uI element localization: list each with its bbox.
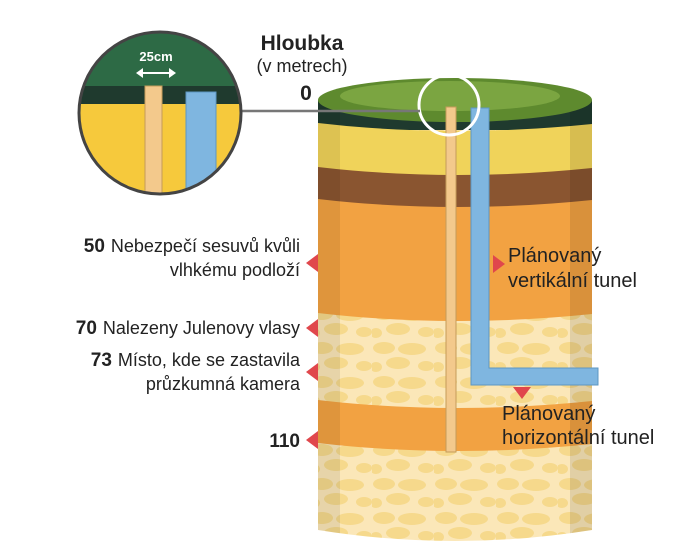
inset-frame [77, 30, 243, 196]
marker-depth: 70 [76, 318, 97, 339]
tunnel-arrow-icon [493, 255, 505, 273]
borehole [445, 106, 457, 453]
depth-zero-label: 0 [300, 82, 312, 105]
marker-depth: 50 [84, 236, 105, 257]
planned-tunnel-shape [470, 107, 599, 386]
vertical-tunnel-line1: Plánovaný [508, 245, 601, 267]
marker-depth: 110 [269, 431, 300, 452]
horizontal-tunnel-line2: horizontální tunel [502, 427, 654, 449]
marker-arrow-icon [306, 431, 318, 449]
orange-sand-layer [318, 198, 592, 321]
depth-marker-50: 50 Nebezpečí sesuvů kvůli vlhkému podloží [84, 236, 318, 280]
marker-text: Nalezeny Julenovy vlasy [103, 318, 300, 338]
depth-marker-110: 110 [269, 431, 318, 452]
marker-arrow-icon [306, 363, 318, 381]
zoom-highlight-circle [417, 73, 481, 137]
zoom-inset: 25cm [77, 30, 243, 196]
vertical-tunnel-label: Plánovaný vertikální tunel [493, 245, 637, 292]
depth-title: Hloubka [261, 32, 344, 55]
soil-cylinder [318, 88, 592, 541]
marker-text-line2: průzkumná kamera [146, 374, 301, 394]
marker-text-line2: vlhkému podloží [170, 260, 300, 280]
horizontal-tunnel-label: Plánovaný horizontální tunel [502, 387, 654, 449]
yellow-clay-layer [318, 122, 592, 177]
marker-text: Nebezpečí sesuvů kvůli [111, 236, 300, 256]
orange-sand-layer-lower [318, 399, 592, 451]
tunnel-arrow-icon [513, 387, 531, 399]
inset-tunnel [185, 91, 217, 194]
depth-marker-70: 70 Nalezeny Julenovy vlasy [76, 318, 318, 339]
brown-soil-layer [318, 166, 592, 209]
depth-subtitle: (v metrech) [256, 56, 347, 76]
inset-borehole [144, 85, 163, 194]
marker-text: Místo, kde se zastavila [118, 350, 301, 370]
depth-marker-73: 73 Místo, kde se zastavila průzkumná kame… [91, 350, 318, 394]
marker-arrow-icon [306, 254, 318, 272]
marker-arrow-icon [306, 319, 318, 337]
horizontal-tunnel-line1: Plánovaný [502, 403, 595, 425]
marker-depth: 73 [91, 350, 112, 371]
inset-width-label: 25cm [139, 49, 172, 64]
vertical-tunnel-line2: vertikální tunel [508, 270, 637, 292]
